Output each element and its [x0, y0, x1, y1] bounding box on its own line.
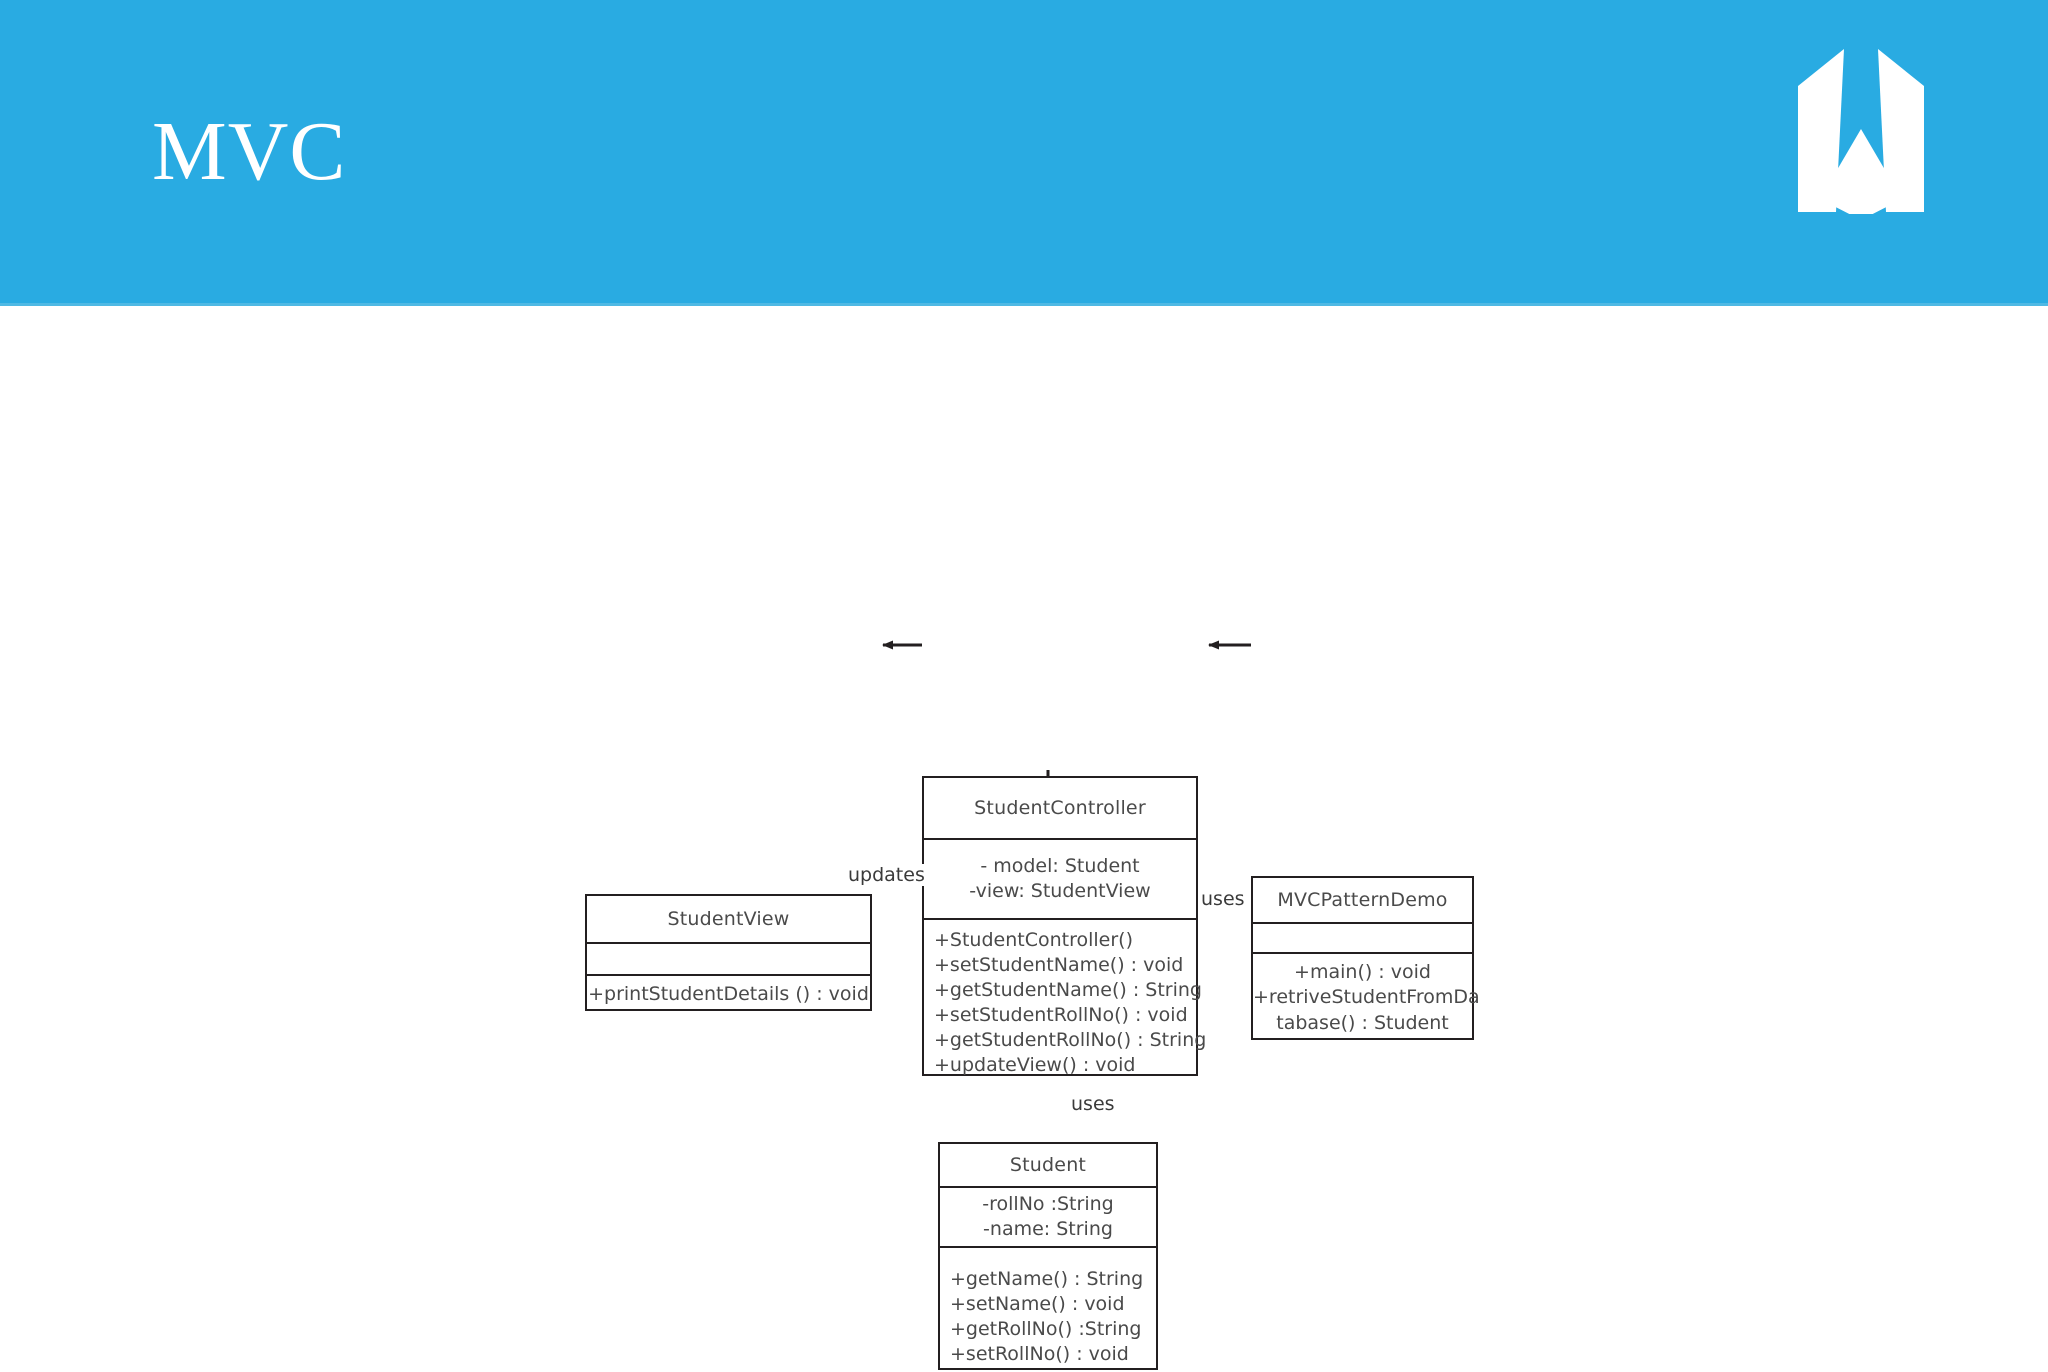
header-underline: [0, 303, 2048, 306]
slide-header-band: [0, 0, 2048, 306]
uml-class-student[interactable]: Student -rollNo :String -name: String +g…: [938, 1142, 1158, 1370]
class-attributes-compartment: - model: Student -view: StudentView: [924, 840, 1196, 920]
edge-label-uses-student: uses: [1068, 1093, 1118, 1115]
class-name-compartment: StudentController: [924, 778, 1196, 840]
class-operations-compartment: +StudentController() +setStudentName() :…: [934, 928, 1207, 1077]
class-name-compartment: Student: [940, 1144, 1156, 1188]
class-operations-compartment: +printStudentDetails () : void: [588, 982, 869, 1005]
class-name-compartment: StudentView: [587, 896, 870, 944]
uml-diagram-canvas: StudentController - model: Student -view…: [0, 306, 2048, 1370]
page-title: MVC: [152, 105, 347, 198]
edge-label-updates: updates: [845, 864, 928, 886]
class-attributes-compartment: [1253, 924, 1472, 954]
uml-class-studentcontroller[interactable]: StudentController - model: Student -view…: [922, 776, 1207, 1077]
uml-class-mvcpatterndemo[interactable]: MVCPatternDemo +main() : void +retriveSt…: [1251, 876, 1480, 1040]
class-operations-compartment: +getName() : String +setName() : void +g…: [950, 1267, 1144, 1366]
brand-logo: [1736, 24, 1986, 214]
class-name-compartment: MVCPatternDemo: [1253, 878, 1472, 924]
class-attributes-compartment: [587, 944, 870, 976]
class-attributes-compartment: -rollNo :String -name: String: [940, 1188, 1156, 1248]
uml-class-studentview[interactable]: StudentView +printStudentDetails () : vo…: [585, 894, 872, 1011]
edge-label-uses-demo: uses: [1198, 888, 1248, 910]
class-operations-compartment: +main() : void +retriveStudentFromDa tab…: [1253, 961, 1480, 1034]
